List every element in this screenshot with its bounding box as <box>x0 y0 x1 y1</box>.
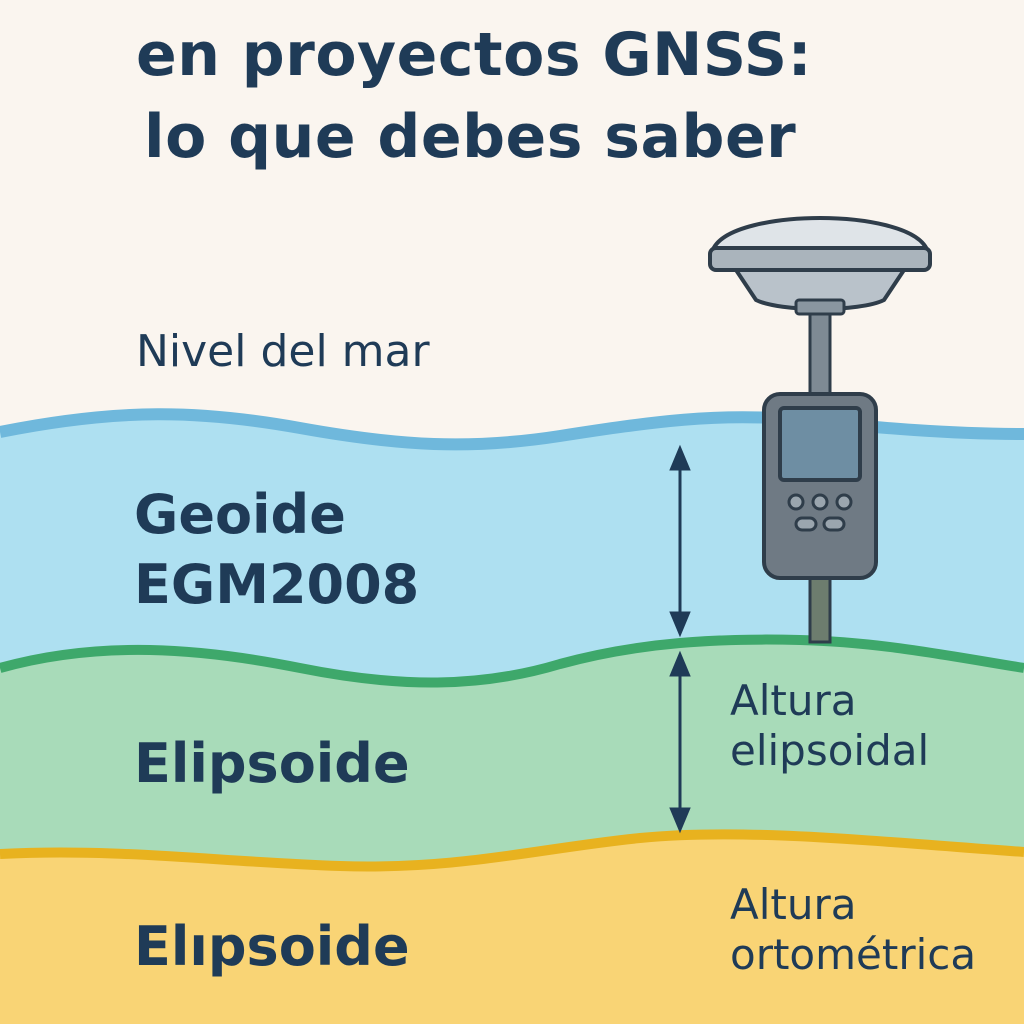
page-title: en proyectos GNSS: lo que debes saber <box>136 14 1016 178</box>
geoid-label: Geoide EGM2008 <box>134 480 419 620</box>
title-line-2: lo que debes saber <box>144 102 797 172</box>
ellipsoidal-height-line-2: elipsoidal <box>730 726 930 775</box>
geoid-line <box>0 634 1024 688</box>
double-arrow-icon <box>669 444 691 638</box>
orthometric-height-line-2: ortométrica <box>730 930 977 979</box>
ellipsoidal-height-label: Altura elipsoidal <box>730 676 929 776</box>
ellipsoid-band <box>0 834 1024 1024</box>
ellipsoidal-height-line-1: Altura <box>730 676 857 725</box>
ellipsoid-label: Elipsoide <box>134 732 410 795</box>
ellipsoid-label-bottom: Elıpsoide <box>134 915 410 978</box>
orthometric-height-label: Altura ortométrica <box>730 880 976 980</box>
geoid-label-line-2: EGM2008 <box>134 553 420 616</box>
double-arrow-icon <box>669 650 691 834</box>
orthometric-height-line-1: Altura <box>730 880 857 929</box>
sea-level-label: Nivel del mar <box>136 326 430 377</box>
geoid-label-line-1: Geoide <box>134 483 346 546</box>
ellipsoid-line <box>0 829 1024 872</box>
title-line-1: en proyectos GNSS: <box>136 20 813 90</box>
gnss-receiver-icon <box>708 215 932 644</box>
